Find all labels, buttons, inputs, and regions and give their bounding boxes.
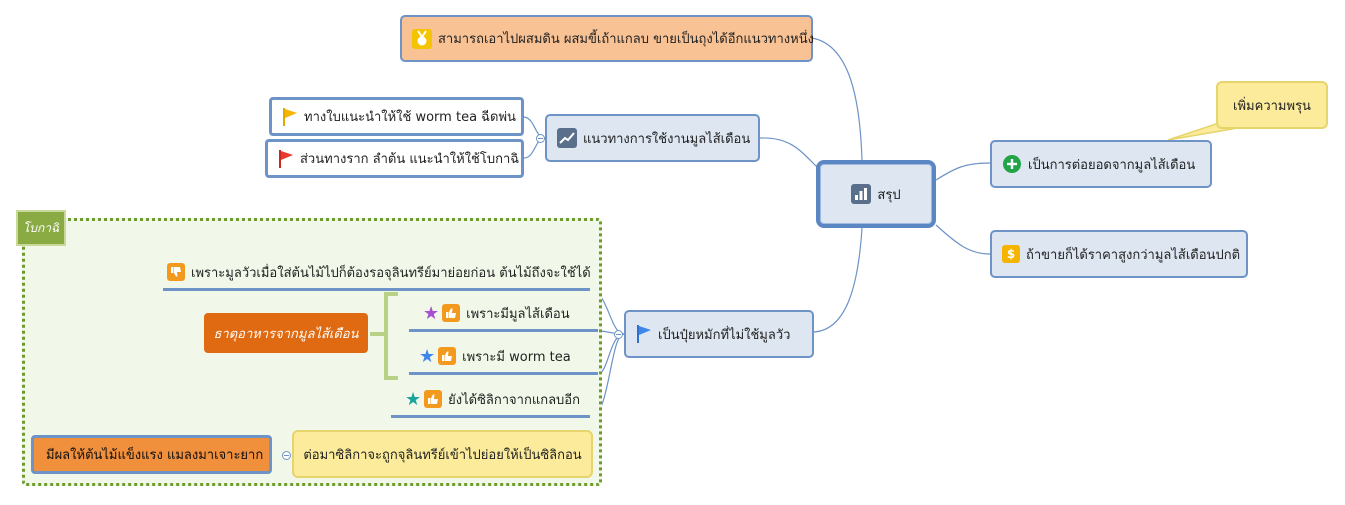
topic-nutrient-summary[interactable]: ธาตุอาหารจากมูลไส้เดือน bbox=[204, 313, 368, 353]
silica-label: ยังได้ซิลิกาจากแกลบอีก bbox=[448, 392, 580, 408]
topic-has-worm-cast[interactable]: ★ เพราะมีมูลไส้เดือน bbox=[409, 297, 598, 332]
star-purple-icon: ★ bbox=[423, 302, 440, 324]
flag-red-icon bbox=[278, 149, 294, 169]
nutrient-summary-label: ธาตุอาหารจากมูลไส้เดือน bbox=[213, 326, 359, 342]
thumbs-up-icon bbox=[424, 390, 443, 408]
collapse-silica-toggle[interactable] bbox=[282, 451, 291, 460]
thumbs-up-icon bbox=[438, 347, 457, 365]
medal-icon bbox=[412, 28, 432, 49]
link-central-price bbox=[935, 224, 991, 255]
star-teal-icon: ★ bbox=[405, 388, 422, 410]
strong-plants-label: มีผลให้ต้นไม้แข็งแรง แมลงมาเจาะยาก bbox=[46, 448, 264, 463]
plus-circle-icon bbox=[1002, 154, 1022, 174]
callout-fertility-text: เพิ่มความพรุน bbox=[1233, 98, 1311, 114]
central-topic[interactable]: สรุป bbox=[816, 160, 936, 228]
callout-silica-text: ต่อมาซิลิกาจะถูกจุลินทรีย์เข้าไปย่อยให้เ… bbox=[303, 447, 582, 463]
link-central-topnote bbox=[811, 37, 863, 161]
cow-dung-label: เพราะมูลวัวเมื่อใส่ต้นไม้ไปก็ต้องรอจุลิน… bbox=[191, 265, 591, 281]
boundary-label: โบกาฉิ bbox=[16, 210, 66, 246]
flag-orange-icon bbox=[282, 107, 298, 127]
link-central-extend bbox=[935, 162, 991, 181]
topic-strong-plants[interactable]: มีผลให้ต้นไม้แข็งแรง แมลงมาเจาะยาก bbox=[31, 435, 272, 474]
central-label: สรุป bbox=[877, 187, 901, 203]
topic-usage[interactable]: แนวทางการใช้งานมูลไส้เดือน bbox=[545, 114, 760, 162]
bar-chart-icon bbox=[851, 184, 872, 204]
topic-top-note[interactable]: สามารถเอาไปผสมดิน ผสมขี้เถ้าแกลบ ขายเป็น… bbox=[400, 15, 814, 62]
summary-bracket bbox=[384, 292, 398, 380]
main-fertilizer-label: เป็นปุ๋ยหมักที่ไม่ใช้มูลวัว bbox=[658, 327, 791, 343]
link-central-usage bbox=[759, 137, 819, 169]
price-label: ถ้าขายก็ได้ราคาสูงกว่ามูลไส้เดือนปกติ bbox=[1026, 247, 1241, 263]
link-central-main bbox=[813, 227, 863, 333]
root-bokashi-label: ส่วนทางราก ลำต้น แนะนำให้ใช้โบกาฉิ bbox=[300, 152, 520, 167]
topic-extend[interactable]: เป็นการต่อยอดจากมูลไส้เดือน bbox=[990, 140, 1212, 188]
flag-blue-icon bbox=[636, 324, 652, 344]
summary-bracket-tick bbox=[370, 332, 386, 336]
topic-root-bokashi[interactable]: ส่วนทางราก ลำต้น แนะนำให้ใช้โบกาฉิ bbox=[265, 139, 524, 178]
topic-main-fertilizer[interactable]: เป็นปุ๋ยหมักที่ไม่ใช้มูลวัว bbox=[624, 310, 814, 358]
has-worm-tea-label: เพราะมี worm tea bbox=[462, 349, 571, 365]
topic-has-worm-tea[interactable]: ★ เพราะมี worm tea bbox=[409, 340, 598, 375]
top-note-label: สามารถเอาไปผสมดิน ผสมขี้เถ้าแกลบ ขายเป็น… bbox=[438, 32, 814, 47]
topic-price[interactable]: $ ถ้าขายก็ได้ราคาสูงกว่ามูลไส้เดือนปกติ bbox=[990, 230, 1248, 278]
dollar-icon: $ bbox=[1002, 245, 1020, 263]
topic-silica[interactable]: ★ ยังได้ซิลิกาจากแกลบอีก bbox=[391, 383, 590, 418]
callout-silica-note[interactable]: ต่อมาซิลิกาจะถูกจุลินทรีย์เข้าไปย่อยให้เ… bbox=[292, 430, 593, 478]
topic-leaf-worm-tea[interactable]: ทางใบแนะนำให้ใช้ worm tea ฉีดพ่น bbox=[269, 97, 524, 136]
has-worm-cast-label: เพราะมีมูลไส้เดือน bbox=[466, 306, 570, 322]
extend-label: เป็นการต่อยอดจากมูลไส้เดือน bbox=[1028, 157, 1196, 173]
usage-label: แนวทางการใช้งานมูลไส้เดือน bbox=[583, 131, 751, 147]
line-chart-icon bbox=[557, 128, 577, 148]
star-blue-icon: ★ bbox=[419, 345, 436, 367]
collapse-main-toggle[interactable] bbox=[614, 330, 623, 339]
topic-cow-dung[interactable]: เพราะมูลวัวเมื่อใส่ต้นไม้ไปก็ต้องรอจุลิน… bbox=[163, 256, 591, 291]
thumbs-up-icon bbox=[442, 304, 461, 322]
leaf-worm-tea-label: ทางใบแนะนำให้ใช้ worm tea ฉีดพ่น bbox=[304, 110, 516, 125]
callout-fertility[interactable]: เพิ่มความพรุน bbox=[1216, 81, 1328, 129]
collapse-usage-toggle[interactable] bbox=[536, 134, 545, 143]
thumbs-down-icon bbox=[167, 263, 185, 281]
